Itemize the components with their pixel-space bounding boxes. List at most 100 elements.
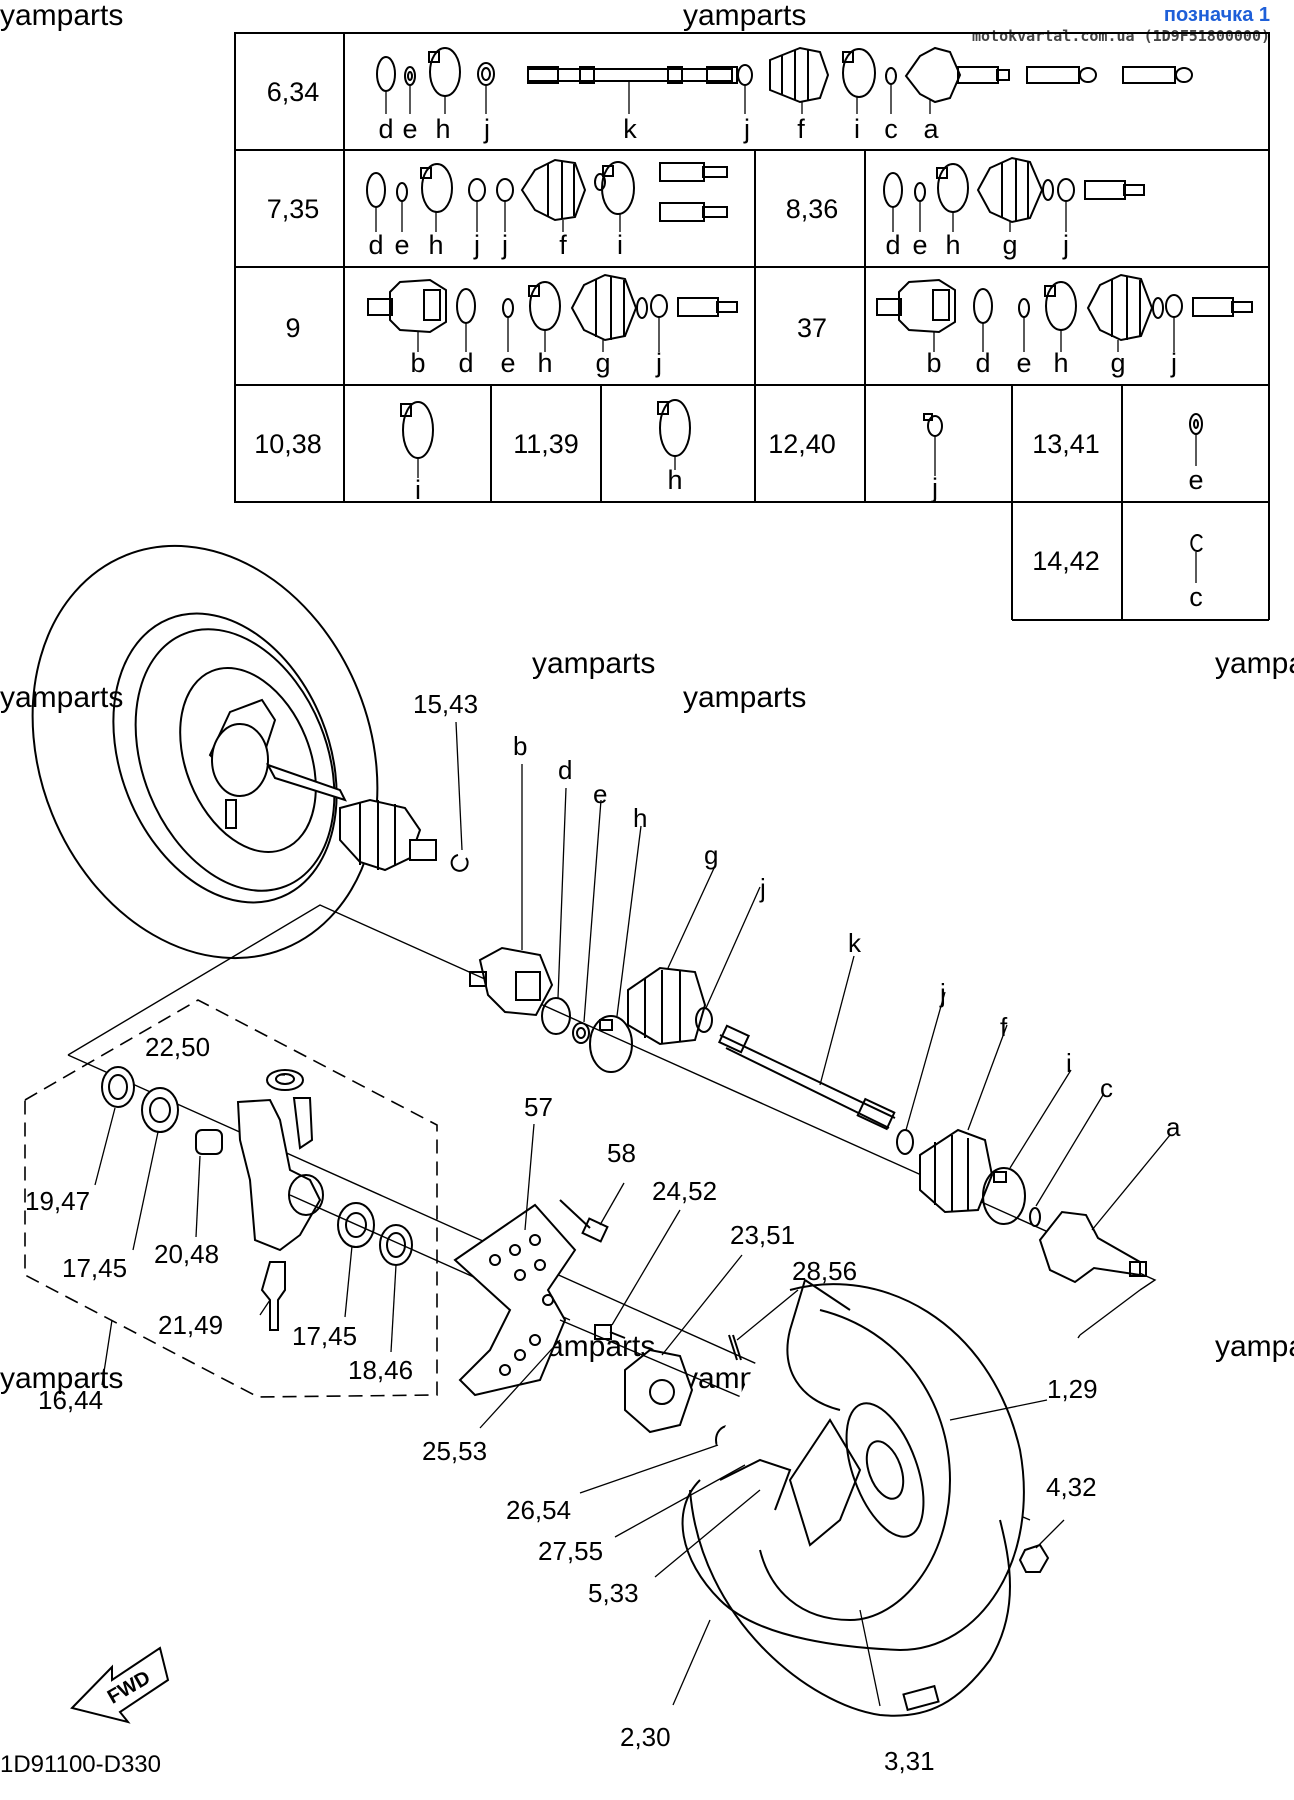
callout-label: 17,45 [292, 1321, 357, 1351]
part-letter: e [912, 230, 927, 260]
part-letter: i [415, 475, 421, 505]
part-letter: g [1110, 348, 1125, 378]
watermark: yamparts [532, 647, 655, 680]
part-letter: j [1170, 348, 1177, 378]
callout-label: 18,46 [348, 1355, 413, 1385]
callout-label: e [593, 779, 607, 809]
part-letter: c [1189, 582, 1203, 612]
part-letter: j [483, 114, 490, 144]
part-letter: b [926, 348, 941, 378]
table-ref: 37 [797, 313, 827, 343]
callout-label: 16,44 [38, 1385, 103, 1415]
callout-label: i [1066, 1048, 1072, 1078]
callout-label: c [1100, 1073, 1113, 1103]
callout-label: 23,51 [730, 1220, 795, 1250]
callout-label: 5,33 [588, 1578, 639, 1608]
kit-6-34-parts [376, 46, 1193, 104]
stamp-label: позначка 1 [1163, 4, 1270, 26]
callout-label: 28,56 [792, 1256, 857, 1286]
part-letter: h [667, 465, 682, 495]
callout-label: f [1000, 1012, 1008, 1042]
callout-label: 19,47 [25, 1186, 90, 1216]
kit-7-35-parts [366, 158, 728, 222]
part-letter: h [1053, 348, 1068, 378]
kit-8-36-letters: d e h g j [885, 230, 1069, 260]
callout-label: 27,55 [538, 1536, 603, 1566]
front-wheel-assembly [681, 1279, 1050, 1717]
kit-table [234, 32, 1270, 621]
part-letter: h [945, 230, 960, 260]
callout-label: 20,48 [154, 1239, 219, 1269]
callout-label: 26,54 [506, 1495, 571, 1525]
part-letter: c [884, 114, 898, 144]
part-letter: g [595, 348, 610, 378]
table-ref: 10,38 [254, 429, 322, 459]
callout-label: 4,32 [1046, 1472, 1097, 1502]
part-letter: j [743, 114, 750, 144]
table-ref: 8,36 [786, 194, 839, 224]
watermark: yamparts [1215, 1330, 1294, 1363]
part-letter: i [854, 114, 860, 144]
callout-label: j [759, 873, 766, 903]
watermark: yamparts [0, 0, 123, 32]
single-kit-letters: i h j e c [415, 465, 1204, 612]
drive-shaft-explode [67, 854, 1157, 1465]
part-letter: e [394, 230, 409, 260]
part-letter: d [368, 230, 383, 260]
part-letter: j [931, 473, 938, 503]
kit-7-35-letters: d e h j j f i [368, 230, 623, 260]
part-letter: b [410, 348, 425, 378]
callout-label: 58 [607, 1138, 636, 1168]
callout-label: k [848, 928, 862, 958]
diagram-code: 1D91100-D330 [0, 1751, 161, 1778]
callout-label: 1,29 [1047, 1374, 1098, 1404]
part-letter: j [1062, 230, 1069, 260]
callout-label: 2,30 [620, 1722, 671, 1752]
callout-label: g [704, 840, 718, 870]
source-stamp: позначка 1 motokvartal.com.ua (1D9F51800… [972, 4, 1270, 45]
kit-8-36-parts [883, 156, 1145, 224]
kit-9-leaders [417, 317, 660, 352]
kit-37-letters: b d e h g j [926, 348, 1177, 378]
table-ref: 6,34 [267, 77, 320, 107]
callout-label: b [513, 731, 527, 761]
table-ref: 14,42 [1032, 546, 1100, 576]
kit-37-parts [876, 273, 1253, 342]
part-letter: j [501, 230, 508, 260]
callout-label: 15,43 [413, 689, 478, 719]
kit-7-35-leaders [375, 201, 621, 232]
part-letter: d [885, 230, 900, 260]
callout-label: j [939, 978, 946, 1008]
part-letter: e [500, 348, 515, 378]
stamp-source: motokvartal.com.ua (1D9F51800000) [971, 27, 1270, 45]
callout-leaders [94, 721, 1171, 1707]
table-ref: 13,41 [1032, 429, 1100, 459]
table-ref: 7,35 [267, 194, 320, 224]
callout-label: 17,45 [62, 1253, 127, 1283]
part-letter: k [623, 114, 637, 144]
part-letter: a [923, 114, 939, 144]
watermark: yamparts [0, 681, 123, 714]
watermarks: yamparts yamparts yamparts yamparts yamp… [0, 0, 1294, 1395]
callout-label: 57 [524, 1092, 553, 1122]
callout-label: 22,50 [145, 1032, 210, 1062]
table-ref: 11,39 [513, 429, 579, 459]
part-letter: j [655, 348, 662, 378]
callout-label: 25,53 [422, 1436, 487, 1466]
kit-37-leaders [933, 317, 1175, 352]
watermark: yamparts [683, 681, 806, 714]
part-letter: e [402, 114, 417, 144]
part-letter: g [1002, 230, 1017, 260]
part-letter: h [537, 348, 552, 378]
part-letter: f [559, 230, 567, 260]
fwd-arrow: FWD [70, 1646, 170, 1724]
knuckle-group-boundary [24, 999, 438, 1398]
part-letter: e [1188, 465, 1203, 495]
callout-label: 24,52 [652, 1176, 717, 1206]
watermark: yamparts [683, 0, 806, 32]
callout-label: d [558, 755, 572, 785]
kit-8-36-leaders [892, 201, 1067, 232]
callout-label: a [1166, 1112, 1181, 1142]
watermark: yamparts [1215, 647, 1294, 680]
